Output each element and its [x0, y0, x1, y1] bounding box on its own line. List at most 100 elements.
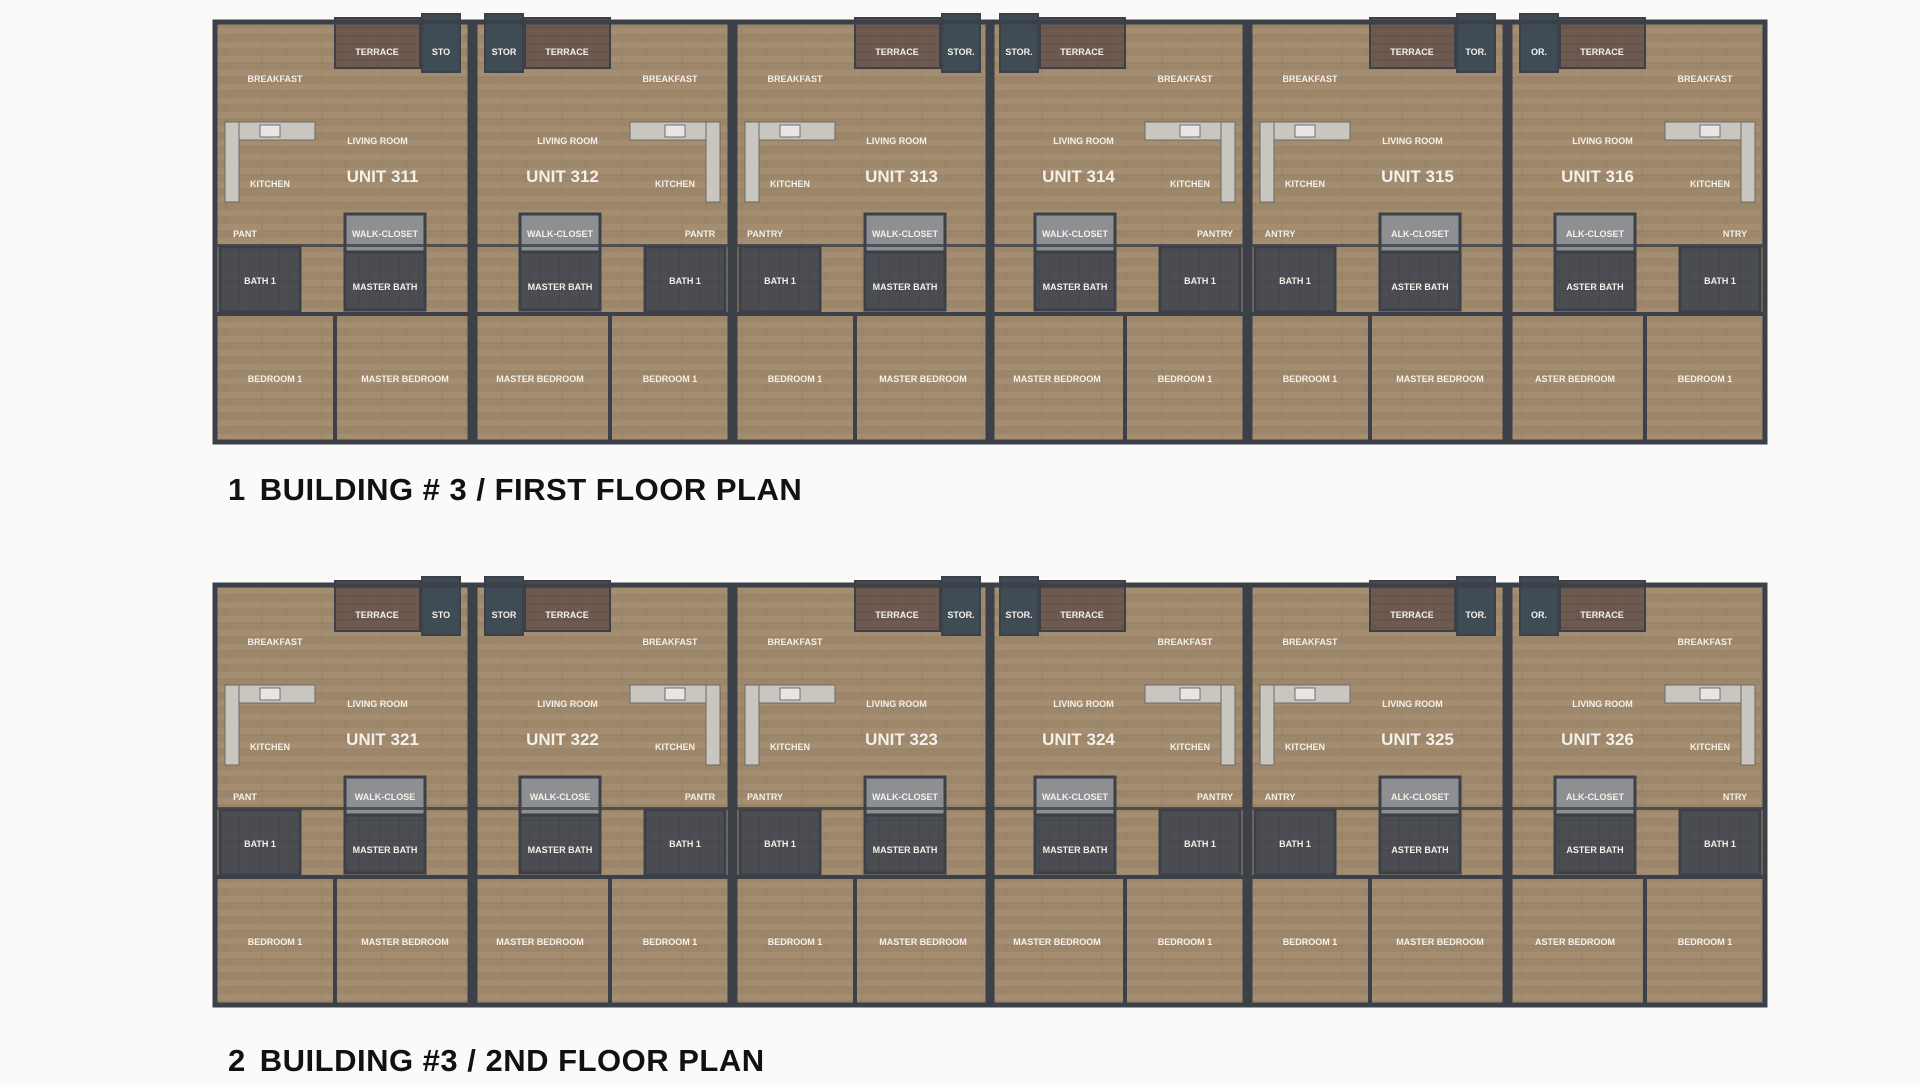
- pantry-label: PANTRY: [1197, 792, 1233, 802]
- interior-wall: [215, 875, 470, 879]
- bedroom-label: BEDROOM 1: [1158, 374, 1213, 384]
- walk-closet-label: WALK-CLOSET: [352, 229, 418, 239]
- kitchen-counter: [744, 121, 760, 203]
- master-bedroom-label: MASTER BEDROOM: [879, 374, 967, 384]
- plan-title-text: BUILDING #3 / 2ND FLOOR PLAN: [259, 1043, 765, 1078]
- interior-wall: [608, 875, 612, 1005]
- first-floor-plan-title: 1 BUILDING # 3 / FIRST FLOOR PLAN: [228, 472, 802, 508]
- bath-1: [1158, 808, 1242, 877]
- unit-floor: [215, 22, 470, 442]
- storage-label: STO: [432, 610, 450, 620]
- interior-wall: [735, 875, 988, 879]
- interior-wall: [1368, 312, 1372, 442]
- master-bedroom-label: MASTER BEDROOM: [496, 937, 584, 947]
- kitchen-counter: [1740, 121, 1756, 203]
- breakfast-label: BREAKFAST: [1157, 74, 1213, 84]
- kitchen-counter: [705, 121, 721, 203]
- exterior-wall: [732, 19, 991, 445]
- bedroom-label: BEDROOM 1: [248, 374, 303, 384]
- bath-label: BATH 1: [1704, 276, 1736, 286]
- unit-name: UNIT 311: [347, 167, 419, 186]
- master-bath: [1553, 813, 1637, 875]
- plan-title-text: BUILDING # 3 / FIRST FLOOR PLAN: [259, 472, 803, 507]
- bath-label: BATH 1: [669, 839, 701, 849]
- unit-name: UNIT 321: [346, 730, 419, 749]
- breakfast-label: BREAKFAST: [247, 637, 303, 647]
- master-bedroom-label: MASTER BEDROOM: [879, 937, 967, 947]
- unit-name: UNIT 323: [865, 730, 938, 749]
- terrace-label: TERRACE: [355, 610, 399, 620]
- kitchen-label: KITCHEN: [655, 742, 695, 752]
- interior-wall: [1510, 875, 1765, 879]
- storage-label: STOR.: [1005, 610, 1032, 620]
- terrace-label: TERRACE: [1060, 47, 1104, 57]
- terrace-label: TERRACE: [1580, 610, 1624, 620]
- terrace: [1559, 580, 1646, 632]
- kitchen-label: KITCHEN: [250, 179, 290, 189]
- interior-wall: [333, 875, 337, 1005]
- kitchen-label: KITCHEN: [1690, 742, 1730, 752]
- bedroom-label: BEDROOM 1: [643, 374, 698, 384]
- unit-floor: [475, 585, 730, 1005]
- interior-wall: [992, 312, 1245, 316]
- interior-wall: [853, 875, 857, 1005]
- terrace: [524, 580, 611, 632]
- exterior-wall: [1247, 582, 1508, 1008]
- breakfast-label: BREAKFAST: [1282, 637, 1338, 647]
- sink: [1179, 124, 1201, 138]
- terrace: [1369, 580, 1456, 632]
- interior-wall: [992, 807, 1245, 810]
- master-bath-label: MASTER BATH: [353, 845, 418, 855]
- walk-closet-label: ALK-CLOSET: [1391, 229, 1449, 239]
- exterior-wall: [989, 19, 1248, 445]
- plan-number: 1: [228, 472, 246, 507]
- sink: [259, 124, 281, 138]
- exterior-wall: [732, 582, 991, 1008]
- master-bath: [1553, 250, 1637, 312]
- sink: [1294, 687, 1316, 701]
- bedroom-label: BEDROOM 1: [1678, 374, 1733, 384]
- bedroom-label: BEDROOM 1: [768, 937, 823, 947]
- living-room-label: LIVING ROOM: [537, 136, 598, 146]
- walk-closet-label: ALK-CLOSET: [1566, 792, 1624, 802]
- bedroom-label: BEDROOM 1: [1283, 374, 1338, 384]
- master-bath-label: ASTER BATH: [1391, 282, 1448, 292]
- living-room-label: LIVING ROOM: [866, 699, 927, 709]
- bedroom-label: BEDROOM 1: [1283, 937, 1338, 947]
- unit-name: UNIT 324: [1042, 730, 1115, 749]
- breakfast-label: BREAKFAST: [767, 74, 823, 84]
- kitchen-counter: [224, 121, 240, 203]
- unit-name: UNIT 325: [1381, 730, 1454, 749]
- interior-wall: [215, 312, 470, 316]
- interior-wall: [1250, 244, 1505, 247]
- bath-label: BATH 1: [764, 276, 796, 286]
- storage-label: TOR.: [1465, 47, 1486, 57]
- master-bedroom-label: MASTER BEDROOM: [1396, 937, 1484, 947]
- master-bedroom-label: MASTER BEDROOM: [1013, 374, 1101, 384]
- master-bath: [518, 813, 602, 875]
- master-bedroom-label: ASTER BEDROOM: [1535, 937, 1615, 947]
- pantry-label: PANT: [233, 792, 257, 802]
- exterior-wall: [1247, 19, 1508, 445]
- breakfast-label: BREAKFAST: [767, 637, 823, 647]
- interior-wall: [1643, 312, 1647, 442]
- unit-floor: [1250, 585, 1505, 1005]
- interior-wall: [735, 807, 988, 810]
- living-room-label: LIVING ROOM: [1382, 136, 1443, 146]
- terrace: [334, 17, 421, 69]
- storage-label: STOR.: [947, 47, 974, 57]
- interior-wall: [475, 244, 730, 247]
- terrace: [1039, 17, 1126, 69]
- interior-wall: [992, 875, 1245, 879]
- unit-name: UNIT 313: [865, 167, 938, 186]
- master-bath: [863, 250, 947, 312]
- sink: [664, 124, 686, 138]
- pantry-label: ANTRY: [1265, 229, 1296, 239]
